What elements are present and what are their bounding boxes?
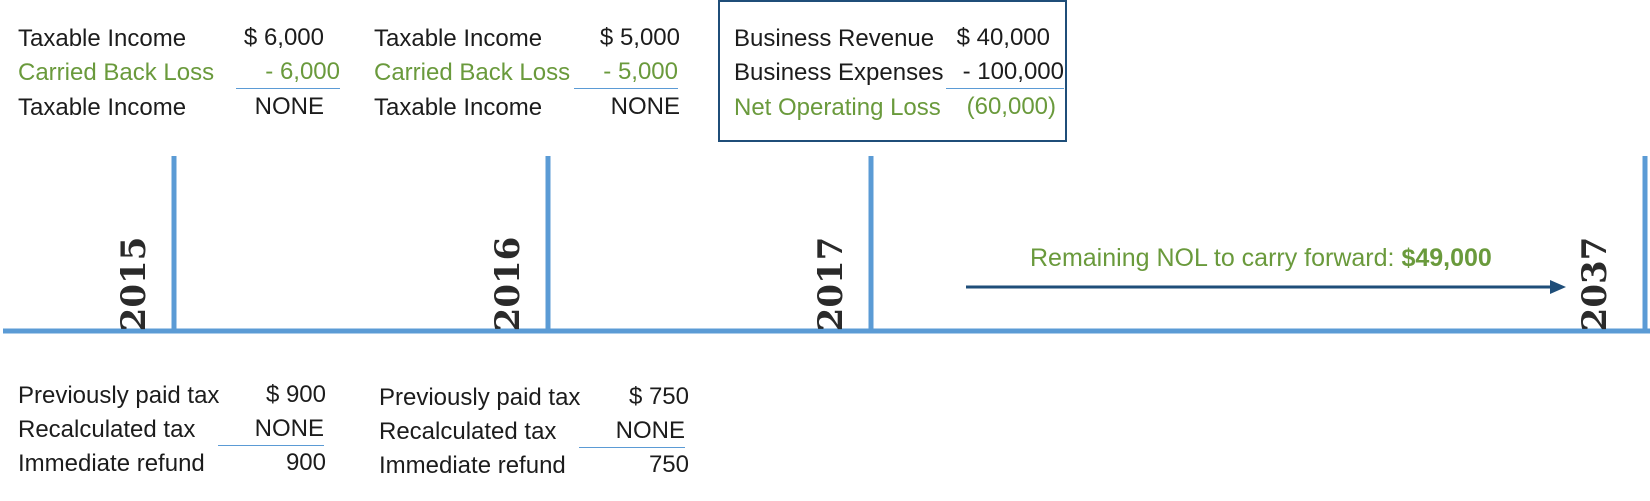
row-value: - 5,000 [574, 56, 678, 89]
row-recalculated-tax: Recalculated tax NONE [18, 413, 328, 447]
nol-arrow-head [1550, 280, 1566, 294]
row-immediate-refund: Immediate refund 750 [379, 449, 689, 483]
row-taxable-income-result: Taxable Income NONE [374, 91, 684, 125]
row-value: NONE [218, 413, 324, 446]
row-taxable-income-result: Taxable Income NONE [18, 91, 328, 125]
net-operating-loss-box [718, 0, 1067, 142]
row-label: Recalculated tax [18, 416, 196, 443]
row-value: $ 750 [628, 383, 689, 410]
row-value: (60,000) [966, 93, 1056, 120]
row-label: Net Operating Loss [734, 94, 941, 121]
row-net-operating-loss: Net Operating Loss (60,000) [734, 91, 1064, 125]
row-label: Immediate refund [379, 452, 566, 479]
row-label: Taxable Income [18, 25, 187, 52]
row-value: NONE [579, 415, 685, 448]
row-value: $ 6,000 [243, 24, 324, 51]
row-label: Recalculated tax [379, 418, 557, 445]
nol-amount: $49,000 [1401, 244, 1492, 272]
year-label-2017: 2017 [811, 236, 851, 332]
row-value: NONE [610, 93, 680, 120]
row-value: 900 [285, 449, 326, 476]
row-taxable-income: Taxable Income $ 5,000 [374, 22, 684, 56]
row-label: Carried Back Loss [374, 59, 571, 86]
row-label: Taxable Income [374, 94, 543, 121]
row-value: $ 40,000 [956, 24, 1050, 51]
nol-carry-forward-label: Remaining NOL to carry forward: $49,000 [1030, 244, 1492, 273]
year-label-2015: 2015 [114, 236, 154, 332]
year-label-2016: 2016 [488, 236, 528, 332]
row-value: 750 [648, 451, 689, 478]
row-carried-back-loss: Carried Back Loss - 6,000 [18, 56, 340, 90]
row-value: - 100,000 [946, 56, 1064, 89]
row-carried-back-loss: Carried Back Loss - 5,000 [374, 56, 684, 90]
nol-label-text: Remaining NOL to carry forward: [1030, 244, 1395, 272]
row-business-revenue: Business Revenue $ 40,000 [734, 22, 1064, 56]
row-value: NONE [254, 93, 324, 120]
row-previously-paid-tax: Previously paid tax $ 750 [379, 381, 689, 415]
row-recalculated-tax: Recalculated tax NONE [379, 415, 689, 449]
year-label-2037: 2037 [1575, 236, 1615, 332]
row-immediate-refund: Immediate refund 900 [18, 447, 328, 481]
row-value: $ 5,000 [599, 24, 680, 51]
row-label: Immediate refund [18, 450, 205, 477]
row-previously-paid-tax: Previously paid tax $ 900 [18, 379, 328, 413]
row-label: Taxable Income [18, 94, 187, 121]
row-label: Carried Back Loss [18, 59, 215, 86]
row-value: $ 900 [265, 381, 326, 408]
row-value: - 6,000 [236, 56, 340, 89]
row-label: Business Expenses [734, 59, 944, 86]
row-label: Previously paid tax [18, 382, 220, 409]
row-business-expenses: Business Expenses - 100,000 [734, 56, 1064, 90]
row-label: Business Revenue [734, 25, 935, 52]
row-label: Previously paid tax [379, 384, 581, 411]
row-taxable-income: Taxable Income $ 6,000 [18, 22, 328, 56]
row-label: Taxable Income [374, 25, 543, 52]
